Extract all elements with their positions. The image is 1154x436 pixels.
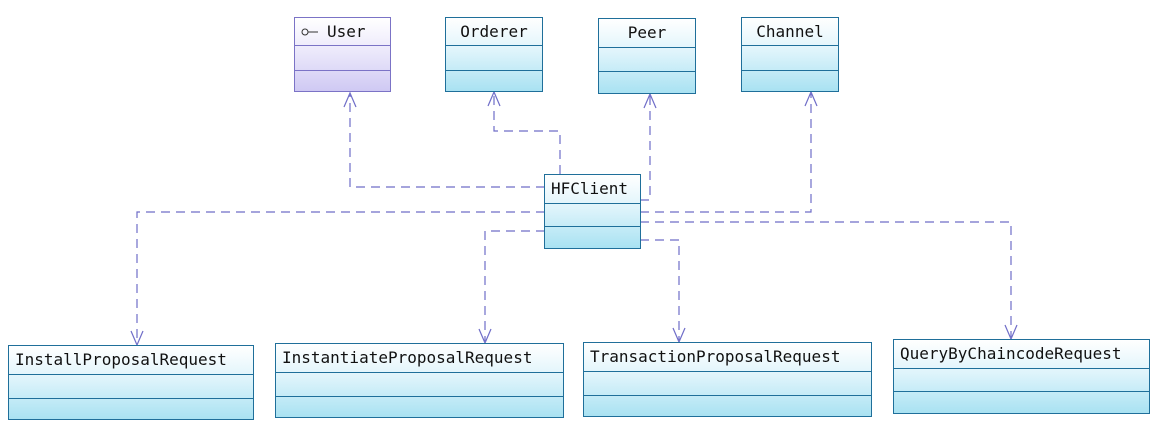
class-channel[interactable]: Channel	[741, 17, 839, 92]
class-install-proposal-request[interactable]: InstallProposalRequest	[8, 345, 254, 420]
class-user-header: User	[295, 18, 390, 42]
class-transaction-proposal-request[interactable]: TransactionProposalRequest	[583, 342, 872, 417]
dependency-hfclient-install	[130, 211, 545, 347]
class-install-attributes-divider	[9, 374, 253, 375]
class-orderer[interactable]: Orderer	[445, 17, 543, 92]
class-instantiate-proposal-request-name: InstantiateProposalRequest	[282, 348, 533, 367]
dependency-hfclient-orderer	[487, 90, 561, 174]
class-instantiate-proposal-request[interactable]: InstantiateProposalRequest	[275, 343, 564, 418]
dependency-hfclient-query	[640, 221, 1018, 341]
dependency-hfclient-peer	[640, 92, 657, 201]
class-hfclient-operations-divider	[545, 226, 640, 227]
class-query-attributes-divider	[894, 368, 1149, 369]
class-query-by-chaincode-request-name: QueryByChaincodeRequest	[900, 344, 1122, 363]
class-user-name: User	[327, 22, 366, 41]
class-channel-name: Channel	[756, 22, 824, 41]
class-user-attributes-divider	[295, 45, 390, 46]
class-install-proposal-request-name: InstallProposalRequest	[15, 350, 227, 369]
class-query-operations-divider	[894, 391, 1149, 392]
class-orderer-operations-divider	[446, 70, 542, 71]
dependency-hfclient-transaction	[640, 239, 686, 344]
class-hfclient-attributes-divider	[545, 203, 640, 204]
dependency-hfclient-instantiate	[478, 230, 545, 345]
class-channel-operations-divider	[742, 70, 838, 71]
class-install-operations-divider	[9, 398, 253, 399]
dependency-hfclient-user	[343, 91, 545, 188]
class-channel-attributes-divider	[742, 45, 838, 46]
class-query-by-chaincode-request[interactable]: QueryByChaincodeRequest	[893, 339, 1150, 414]
class-hfclient-name: HFClient	[551, 179, 629, 198]
class-instantiate-operations-divider	[276, 396, 563, 397]
class-transaction-operations-divider	[584, 395, 871, 396]
class-orderer-name: Orderer	[460, 22, 528, 41]
class-orderer-attributes-divider	[446, 45, 542, 46]
class-user-operations-divider	[295, 70, 390, 71]
class-peer-attributes-divider	[599, 47, 695, 48]
dependency-hfclient-channel	[640, 90, 818, 213]
class-hfclient[interactable]: HFClient	[544, 174, 641, 249]
class-user[interactable]: User	[294, 17, 391, 92]
class-peer[interactable]: Peer	[598, 18, 696, 94]
class-transaction-attributes-divider	[584, 371, 871, 372]
class-peer-operations-divider	[599, 71, 695, 72]
class-transaction-proposal-request-name: TransactionProposalRequest	[590, 347, 841, 366]
class-instantiate-attributes-divider	[276, 372, 563, 373]
class-peer-name: Peer	[627, 23, 667, 42]
interface-lollipop-icon	[301, 28, 318, 36]
